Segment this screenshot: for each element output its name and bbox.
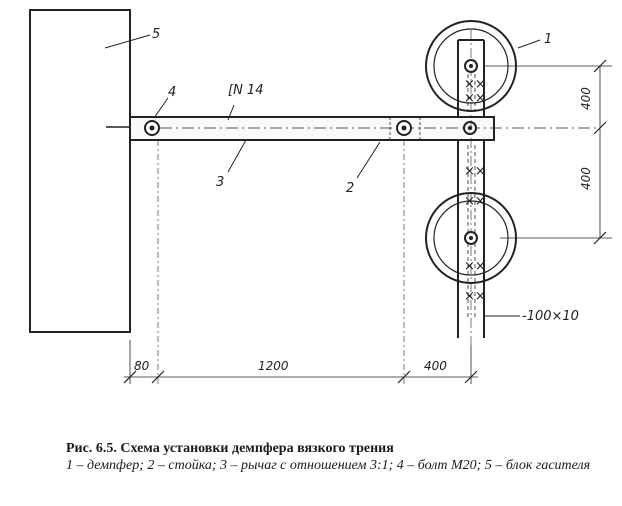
dim-80: 80 [134,359,150,373]
label-post: 2 [346,181,354,196]
damper-installation-diagram: ×× ×× ×× ×× ×× ×× 1 5 4 [N 14 3 2 -100×1… [29,9,612,384]
dim-1200: 1200 [258,359,289,373]
svg-text:××: ×× [464,259,486,274]
caption-title: Рис. 6.5. Схема установки демпфера вязко… [66,441,394,456]
label-strip: -100×10 [522,309,579,324]
bolt-right [463,121,477,135]
dim-400-bottom: 400 [424,359,447,373]
label-block: 5 [152,27,160,42]
absorber-block [29,9,131,333]
dim-400-top: 400 [579,87,593,110]
svg-text:××: ×× [464,77,486,92]
bolt-middle [396,120,412,136]
post-strip: ×× ×× ×× ×× ×× ×× [457,30,486,345]
svg-text:××: ×× [464,91,486,106]
caption-legend: 1 – демпфер; 2 – стойка; 3 – рычаг с отн… [66,458,591,473]
svg-text:××: ×× [464,289,486,304]
label-damper: 1 [544,32,552,47]
bolt-left [144,120,160,136]
dim-400-lower: 400 [579,167,593,190]
label-channel: [N 14 [228,83,263,98]
label-lever: 3 [216,175,224,190]
label-bolt: 4 [168,85,176,100]
lever-beam [129,116,495,141]
figure-caption: Рис. 6.5. Схема установки демпфера вязко… [18,440,614,475]
svg-text:××: ×× [464,164,486,179]
